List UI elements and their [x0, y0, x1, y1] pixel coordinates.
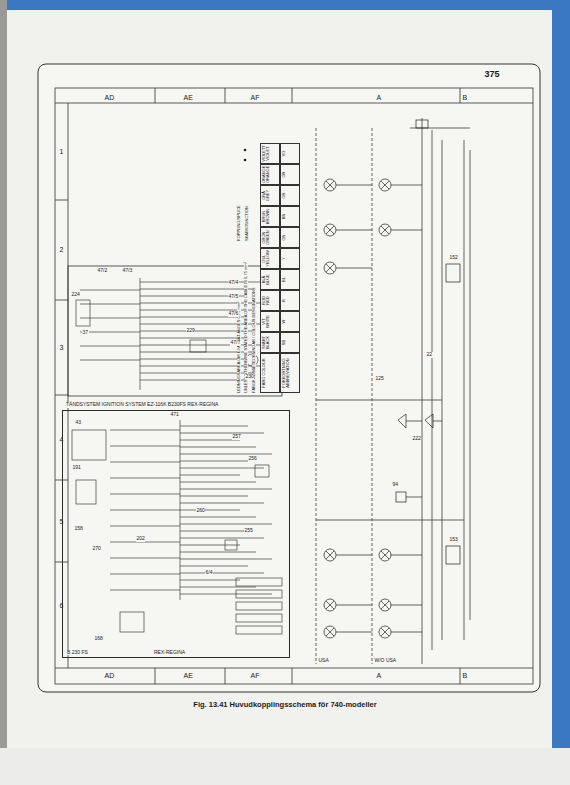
callout-number: 229	[186, 328, 195, 334]
grid-column-label: AF	[250, 672, 260, 680]
callout-number: 224	[71, 292, 80, 298]
table-cell: SVART BLACK	[260, 332, 280, 353]
callout-number: 256	[248, 456, 257, 462]
variant-label: B 230 FS	[66, 650, 89, 656]
callout-number: 168	[94, 636, 103, 642]
callout-number: W/O USA	[374, 658, 397, 664]
callout-number: 47/5	[228, 294, 239, 300]
callout-number: 270	[92, 546, 101, 552]
table-cell: Y	[280, 248, 300, 269]
callout-number: 125	[375, 376, 384, 382]
callout-number: 202	[136, 536, 145, 542]
grid-row-label: 1	[59, 148, 64, 156]
callout-number: 260	[196, 508, 205, 514]
callout-number: 153	[449, 537, 458, 543]
callout-number: 47/4	[228, 280, 239, 286]
callout-number: 43	[75, 420, 82, 426]
callout-number: 158	[74, 526, 83, 532]
callout-number: 191	[72, 465, 81, 471]
grid-row-label: 3	[59, 344, 64, 352]
callout-number: 471	[170, 412, 179, 418]
table-cell: VIOLETT VIOLET	[260, 143, 280, 164]
callout-number: 47/3	[122, 268, 133, 274]
table-cell: FÄRG COLOUR	[260, 353, 280, 393]
table-cell: FÖRKORTNING ABBREVIATION	[280, 353, 300, 393]
grid-column-label: A	[376, 94, 382, 102]
table-cell: SB	[280, 332, 300, 353]
table-cell: GN	[280, 227, 300, 248]
callout-number: 47/6	[228, 311, 239, 317]
grid-column-label: AE	[183, 672, 193, 680]
callout-number: 22	[426, 352, 433, 358]
colour-code-table: FÄRGKODSBETECKNINGAR / COLOUR DESIGNATIO…	[235, 143, 301, 393]
callout-number: 222	[412, 436, 421, 442]
variant-label: REX-REGINA	[153, 650, 186, 656]
subsystem-box: TÄNDSYSTEM IGNITION SYSTEM EZ-116K B230F…	[62, 410, 290, 658]
callout-number: 37	[82, 330, 89, 336]
table-cell: BN	[280, 206, 300, 227]
table-cell: VIT WHITE	[260, 311, 280, 332]
grid-column-label: B	[462, 672, 468, 680]
table-cell: W	[280, 311, 300, 332]
table-cell: RÖD RED	[260, 290, 280, 311]
table-cell: R	[280, 290, 300, 311]
box-heading: TÄNDSYSTEM IGNITION SYSTEM EZ-116K B230F…	[65, 402, 219, 408]
table-cell: GUL YELLOW	[260, 248, 280, 269]
callout-number: 6/4	[205, 570, 213, 576]
callout-number: 47/2	[97, 268, 108, 274]
table-cell: GR	[280, 185, 300, 206]
table-cell: BLÅ BLUE	[260, 269, 280, 290]
page-number: 375	[484, 70, 500, 80]
table-cell: ORANGE ORANGE	[260, 164, 280, 185]
figure-caption: Fig. 13.41 Huvudkopplingsschema för 740-…	[193, 700, 376, 709]
table-cell: GRÅ GREY	[260, 185, 280, 206]
table-cell: GRÖN GREEN	[260, 227, 280, 248]
grid-column-label: B	[462, 94, 468, 102]
callout-number: 255	[244, 528, 253, 534]
table-cell: BL	[280, 269, 300, 290]
callout-number: 257	[232, 434, 241, 440]
note-text: SKARV/JUNCTION	[245, 206, 249, 241]
callout-number: 94	[392, 482, 399, 488]
callout-number: 47/7	[230, 340, 241, 346]
grid-column-label: AE	[183, 94, 193, 102]
table-cell: BRUN BROWN	[260, 206, 280, 227]
grid-column-label: A	[376, 672, 382, 680]
callout-number: USA	[318, 658, 329, 664]
table-cell: OR	[280, 164, 300, 185]
grid-column-label: AF	[250, 94, 260, 102]
callout-number: 152	[449, 255, 458, 261]
grid-row-label: 2	[59, 246, 64, 254]
note-text: KOPPLING/SPLICE	[237, 205, 241, 241]
callout-number: 230	[245, 374, 254, 380]
grid-column-label: AD	[104, 94, 115, 102]
grid-column-label: AD	[104, 672, 115, 680]
table-cell: VO	[280, 143, 300, 164]
